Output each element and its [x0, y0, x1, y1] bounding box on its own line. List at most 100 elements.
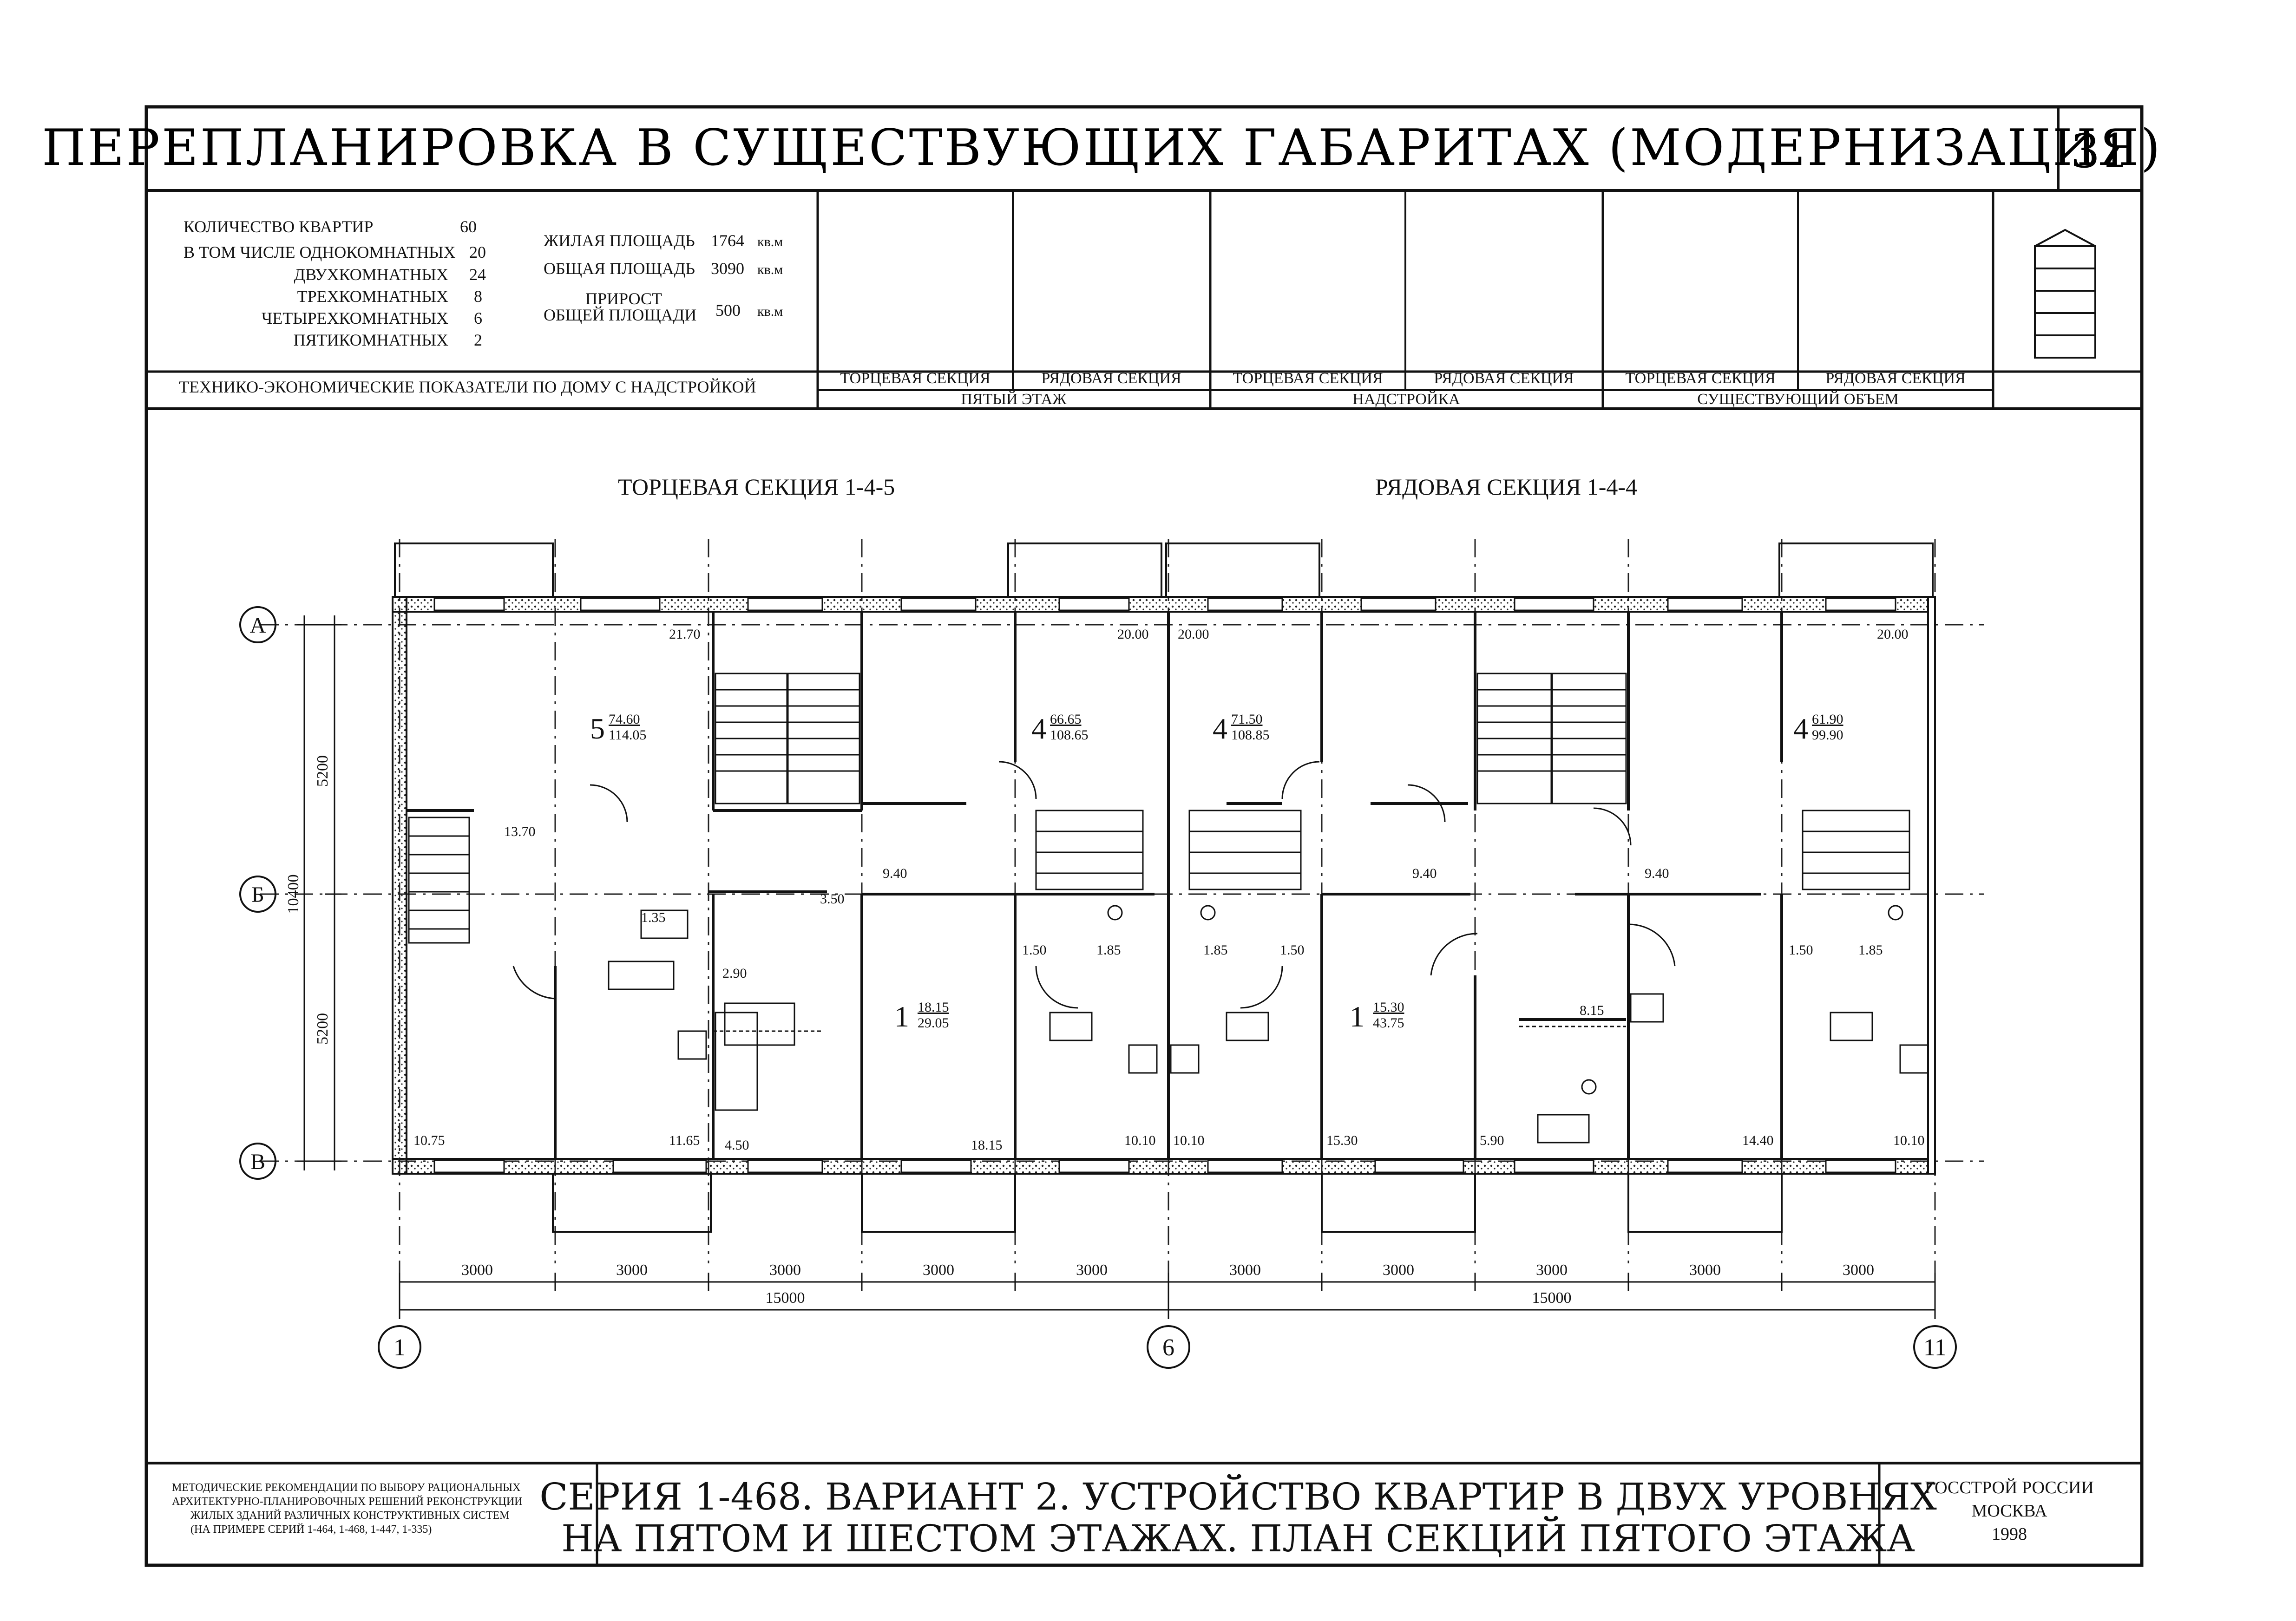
- apt-total-1b: 43.75: [1373, 1015, 1404, 1031]
- axis-row-b: Б: [251, 882, 264, 907]
- scheme-label-6: РЯДОВАЯ СЕКЦИЯ: [1825, 370, 1965, 387]
- footer-left-line-4: (НА ПРИМЕРЕ СЕРИЙ 1-464, 1-468, 1-447, 1…: [190, 1523, 432, 1536]
- footer-left-line-3: ЖИЛЫХ ЗДАНИЙ РАЗЛИЧНЫХ КОНСТРУКТИВНЫХ СИ…: [190, 1510, 510, 1522]
- stat-value-three-room: 8: [474, 287, 482, 306]
- room-area-labels: 21.70 20.00 20.00 20.00 13.70 9.40 9.40 …: [413, 627, 1925, 1153]
- stat-value-total-area: 3090: [711, 259, 744, 278]
- balconies: [394, 543, 1934, 1233]
- stat-value-living-area: 1764: [711, 231, 744, 250]
- area-label: 8.15: [1580, 1003, 1604, 1018]
- area-label: 14.40: [1742, 1133, 1774, 1148]
- dim-bay-2: 3000: [616, 1262, 648, 1279]
- stat-value-four-room: 6: [474, 309, 482, 327]
- scheme-label-4: РЯДОВАЯ СЕКЦИЯ: [1434, 370, 1574, 387]
- door-swings: [512, 761, 1676, 1009]
- section-title-row: РЯДОВАЯ СЕКЦИЯ 1-4-4: [1375, 474, 1637, 500]
- window-openings: [433, 597, 1896, 1173]
- dim-bay-6: 3000: [1229, 1262, 1261, 1279]
- dim-bay-10: 3000: [1843, 1262, 1874, 1279]
- area-label: 1.85: [1858, 942, 1883, 958]
- scheme-group-fifth-floor: ПЯТЫЙ ЭТАЖ: [961, 391, 1067, 408]
- stat-label-five-room: ПЯТИКОМНАТНЫХ: [294, 331, 448, 349]
- area-label: 10.10: [1893, 1133, 1925, 1148]
- vertical-dimensions: [297, 615, 341, 1170]
- footer-left-line-2: АРХИТЕКТУРНО-ПЛАНИРОВОЧНЫХ РЕШЕНИЙ РЕКОН…: [172, 1496, 523, 1508]
- page-number: 31: [2070, 124, 2129, 178]
- apt-rooms-1a: 1: [894, 1000, 909, 1033]
- dim-bay-4: 3000: [923, 1262, 954, 1279]
- bottom-dimensions: [399, 1273, 1936, 1319]
- footer-city: МОСКВА: [1972, 1501, 2047, 1521]
- row-axis-markers: [239, 606, 276, 1180]
- area-label: 2.90: [722, 966, 747, 981]
- area-label: 18.15: [971, 1137, 1003, 1153]
- dim-vertical-bottom: 5200: [314, 1013, 331, 1045]
- axis-col-6: 6: [1162, 1334, 1174, 1361]
- area-label: 4.50: [725, 1137, 749, 1153]
- scheme-label-5: ТОРЦЕВАЯ СЕКЦИЯ: [1625, 370, 1775, 387]
- stat-label-increase-2: ОБЩЕЙ ПЛОЩАДИ: [544, 306, 696, 324]
- apt-living-1b: 15.30: [1373, 1000, 1404, 1015]
- area-label: 1.85: [1203, 942, 1228, 958]
- stat-value-total: 60: [460, 217, 477, 236]
- area-label: 10.75: [413, 1133, 445, 1148]
- dim-bay-7: 3000: [1383, 1262, 1414, 1279]
- scheme-group-addition: НАДСТРОЙКА: [1352, 391, 1460, 408]
- apt-total-4a: 108.65: [1050, 727, 1089, 743]
- exterior-walls: [392, 596, 1936, 1175]
- scheme-label-3: ТОРЦЕВАЯ СЕКЦИЯ: [1233, 370, 1383, 387]
- stat-label-total: КОЛИЧЕСТВО КВАРТИР: [184, 217, 373, 236]
- sheet-title: ПЕРЕПЛАНИРОВКА В СУЩЕСТВУЮЩИХ ГАБАРИТАХ …: [42, 119, 2162, 177]
- axis-col-1: 1: [394, 1334, 406, 1361]
- apt-rooms-1b: 1: [1350, 1000, 1364, 1033]
- apt-living-1a: 18.15: [918, 1000, 949, 1015]
- axis-col-11: 11: [1923, 1334, 1947, 1361]
- col-axis-markers: [378, 1325, 1957, 1369]
- apartment-labels: 5 74.60 114.05 4 66.65 108.65 4 71.50 10…: [590, 712, 1843, 1033]
- area-label: 1.50: [1280, 942, 1305, 958]
- dim-bay-8: 3000: [1536, 1262, 1568, 1279]
- apt-total-5: 114.05: [609, 727, 646, 743]
- stat-value-one-room: 20: [469, 243, 486, 261]
- stat-label-two-room: ДВУХКОМНАТНЫХ: [294, 265, 448, 284]
- area-label: 20.00: [1877, 627, 1909, 642]
- area-label: 20.00: [1178, 627, 1209, 642]
- area-label: 5.90: [1480, 1133, 1504, 1148]
- building-elevation-icon: [2034, 229, 2096, 359]
- area-label: 9.40: [1645, 866, 1669, 881]
- section-titles: ТОРЦЕВАЯ СЕКЦИЯ 1-4-5 РЯДОВАЯ СЕКЦИЯ 1-4…: [618, 474, 1637, 500]
- dim-section-2: 15000: [1532, 1289, 1572, 1307]
- scheme-label-2: РЯДОВАЯ СЕКЦИЯ: [1041, 370, 1181, 387]
- apt-living-5: 74.60: [609, 712, 640, 727]
- apt-total-1a: 29.05: [918, 1015, 949, 1031]
- apt-total-4b: 108.85: [1231, 727, 1270, 743]
- area-label: 15.30: [1326, 1133, 1358, 1148]
- dim-bay-9: 3000: [1689, 1262, 1721, 1279]
- footer-title-line-2: НА ПЯТОМ И ШЕСТОМ ЭТАЖАХ. ПЛАН СЕКЦИЙ ПЯ…: [561, 1516, 1915, 1560]
- axis-row-v: В: [250, 1150, 265, 1174]
- scheme-strip: [818, 190, 1994, 409]
- area-label: 11.65: [669, 1133, 700, 1148]
- dim-vertical-total: 10400: [285, 875, 302, 914]
- footer-org: ГОССТРОЙ РОССИИ: [1925, 1478, 2094, 1497]
- area-label: 20.00: [1117, 627, 1149, 642]
- footer-left-line-1: МЕТОДИЧЕСКИЕ РЕКОМЕНДАЦИИ ПО ВЫБОРУ РАЦИ…: [172, 1482, 520, 1494]
- stat-unit-living-area: кв.м: [757, 234, 783, 249]
- footer-year: 1998: [1992, 1524, 2027, 1544]
- stat-value-increase: 500: [715, 301, 741, 320]
- apt-total-4c: 99.90: [1812, 727, 1843, 743]
- apt-living-4c: 61.90: [1812, 712, 1843, 727]
- area-label: 3.50: [820, 891, 845, 907]
- interior-walls: [407, 612, 1783, 1159]
- area-label: 13.70: [504, 824, 536, 839]
- scheme-group-existing: СУЩЕСТВУЮЩИЙ ОБЪЕМ: [1697, 391, 1898, 408]
- stat-label-four-room: ЧЕТЫРЕХКОМНАТНЫХ: [262, 309, 448, 327]
- axis-lines: [260, 539, 1984, 1310]
- apt-rooms-4a: 4: [1031, 712, 1046, 745]
- sheet-frame: [144, 105, 2144, 1567]
- area-label: 1.50: [1022, 942, 1047, 958]
- axis-row-a: А: [250, 613, 266, 638]
- area-label: 1.85: [1096, 942, 1121, 958]
- stat-label-increase: ПРИРОСТ: [585, 289, 662, 308]
